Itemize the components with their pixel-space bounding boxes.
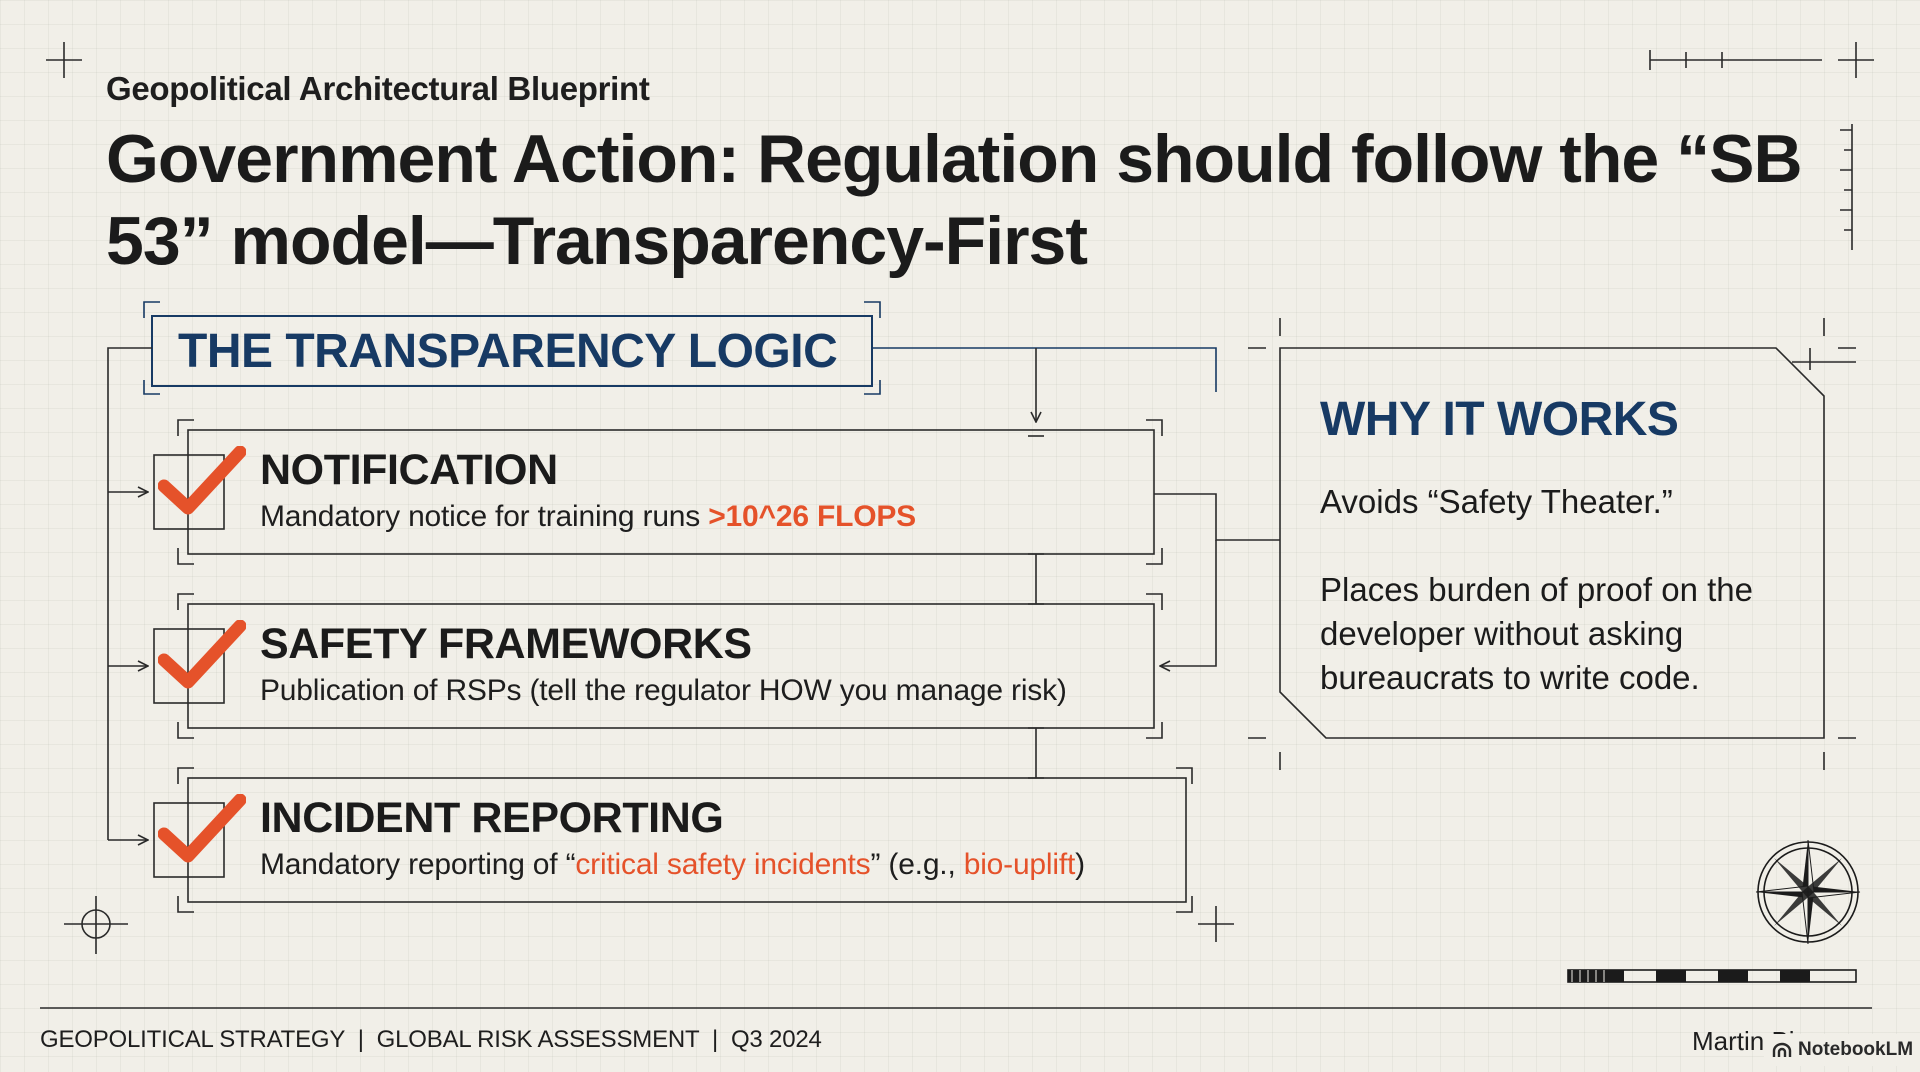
step-incident-reporting-desc: Mandatory reporting of “critical safety … [260,848,1085,882]
eyebrow-label: Geopolitical Architectural Blueprint [106,70,650,107]
badge-label: NotebookLM [1798,1039,1914,1060]
step-notification-desc-text: Mandatory notice for training runs [260,500,709,533]
step-notification-title: NOTIFICATION [260,446,558,494]
why-line-2: Places burden of proof on the developer … [1320,571,1753,696]
critical-incidents-highlight: critical safety incidents [575,848,871,881]
checkmark-icon [158,446,246,515]
desc-text: ) [1075,848,1085,881]
why-line-1: Avoids “Safety Theater.” [1320,483,1673,520]
desc-text: ” (e.g., [870,848,964,881]
page-title: Government Action: Regulation should fol… [106,121,1803,279]
desc-text: Mandatory reporting of “ [260,848,576,881]
bio-uplift-highlight: bio-uplift [963,848,1076,881]
step-notification-desc: Mandatory notice for training runs >10^2… [260,500,916,534]
step-safety-frameworks-desc: Publication of RSPs (tell the regulator … [260,674,1067,707]
compass-rose-icon [1755,839,1861,945]
flops-threshold: >10^26 FLOPS [708,500,916,533]
transparency-logic-heading: THE TRANSPARENCY LOGIC [178,324,838,378]
footer-strategy-label: GEOPOLITICAL STRATEGY | GLOBAL RISK ASSE… [40,1026,822,1053]
step-safety-frameworks-title: SAFETY FRAMEWORKS [260,620,752,668]
checkmark-icon [158,794,246,863]
checkmark-icon [158,620,246,689]
why-it-works-heading: WHY IT WORKS [1320,393,1679,446]
notebooklm-logo-icon [1772,1042,1792,1057]
step-incident-reporting-title: INCIDENT REPORTING [260,794,724,842]
notebooklm-badge: NotebookLM [1764,1034,1920,1066]
